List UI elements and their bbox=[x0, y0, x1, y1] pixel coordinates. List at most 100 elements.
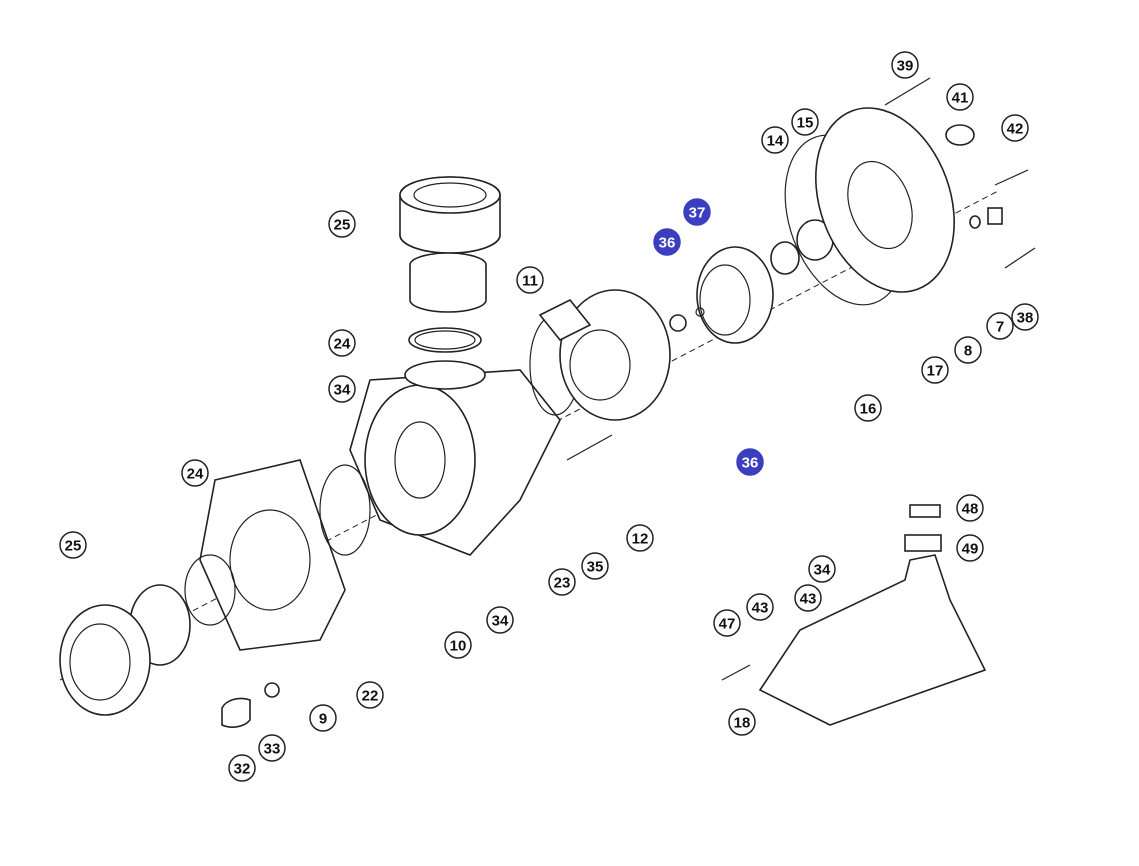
callout-label: 33 bbox=[264, 741, 281, 758]
callout-49: 49 bbox=[956, 534, 984, 562]
callout-label: 34 bbox=[814, 562, 831, 579]
callout-32: 32 bbox=[228, 754, 256, 782]
callout-24: 24 bbox=[328, 329, 356, 357]
callout-label: 10 bbox=[450, 638, 467, 655]
callout-14: 14 bbox=[761, 126, 789, 154]
callout-43: 43 bbox=[746, 593, 774, 621]
callout-label: 38 bbox=[1017, 310, 1034, 327]
callout-circle bbox=[258, 734, 286, 762]
callout-circle bbox=[328, 210, 356, 238]
callout-circle bbox=[746, 593, 774, 621]
callout-circle bbox=[181, 459, 209, 487]
callout-label: 9 bbox=[319, 711, 327, 728]
callout-label: 17 bbox=[927, 363, 944, 380]
callout-11: 11 bbox=[516, 266, 544, 294]
callout-circle bbox=[516, 266, 544, 294]
o-ring-22 bbox=[319, 464, 371, 556]
callout-7: 7 bbox=[986, 312, 1014, 340]
callout-label: 24 bbox=[187, 466, 204, 483]
callout-label: 11 bbox=[522, 273, 538, 290]
callout-label: 34 bbox=[334, 382, 351, 399]
pump-housing bbox=[349, 360, 561, 556]
callout-circle bbox=[59, 531, 87, 559]
motor-flange bbox=[815, 107, 955, 293]
callout-15: 15 bbox=[791, 108, 819, 136]
callout-33: 33 bbox=[258, 734, 286, 762]
callout-circle bbox=[548, 568, 576, 596]
callout-12: 12 bbox=[626, 524, 654, 552]
callout-circle bbox=[794, 584, 822, 612]
callout-circle bbox=[854, 394, 882, 422]
callout-label: 22 bbox=[362, 688, 379, 705]
callout-8: 8 bbox=[954, 336, 982, 364]
callout-circle bbox=[486, 606, 514, 634]
callout-label: 37 bbox=[689, 205, 706, 222]
callout-label: 34 bbox=[492, 613, 509, 630]
callout-circle bbox=[328, 375, 356, 403]
callout-label: 47 bbox=[719, 616, 736, 633]
callout-22: 22 bbox=[356, 681, 384, 709]
callout-circle bbox=[309, 704, 337, 732]
inlet-flange bbox=[199, 459, 346, 651]
bearing-14 bbox=[770, 241, 800, 275]
callout-label: 8 bbox=[964, 343, 972, 360]
callout-35: 35 bbox=[581, 552, 609, 580]
callout-label: 36 bbox=[742, 455, 759, 472]
callout-label: 25 bbox=[65, 538, 82, 555]
callout-38: 38 bbox=[1011, 303, 1039, 331]
callout-label: 49 bbox=[962, 541, 979, 558]
callout-16: 16 bbox=[854, 394, 882, 422]
callout-label: 39 bbox=[897, 58, 914, 75]
callout-34: 34 bbox=[808, 555, 836, 583]
callout-circle bbox=[444, 631, 472, 659]
callout-9: 9 bbox=[309, 704, 337, 732]
callout-circle bbox=[581, 552, 609, 580]
plug-7 bbox=[987, 207, 1003, 225]
diffuser bbox=[538, 289, 671, 421]
callout-circle bbox=[808, 555, 836, 583]
callout-circle bbox=[791, 108, 819, 136]
callout-48: 48 bbox=[956, 494, 984, 522]
o-ring-24-left bbox=[184, 554, 236, 626]
callout-42: 42 bbox=[1001, 114, 1029, 142]
o-ring-8 bbox=[969, 215, 981, 229]
callout-label: 36 bbox=[659, 235, 676, 252]
callout-label: 25 bbox=[334, 217, 351, 234]
screw-39 bbox=[884, 77, 931, 106]
cap-48 bbox=[909, 504, 941, 518]
callout-circle bbox=[713, 609, 741, 637]
callout-41: 41 bbox=[946, 83, 974, 111]
screw-47 bbox=[721, 664, 751, 681]
callout-label: 7 bbox=[996, 319, 1004, 336]
callout-37: 37 bbox=[683, 198, 711, 226]
callout-circle bbox=[228, 754, 256, 782]
callout-39: 39 bbox=[891, 51, 919, 79]
callout-47: 47 bbox=[713, 609, 741, 637]
callout-label: 12 bbox=[632, 531, 649, 548]
callout-circle bbox=[946, 83, 974, 111]
callout-circle bbox=[653, 228, 681, 256]
callout-circle bbox=[1011, 303, 1039, 331]
union-nut-top bbox=[399, 176, 501, 313]
callout-43: 43 bbox=[794, 584, 822, 612]
callout-34: 34 bbox=[486, 606, 514, 634]
drain-cap-32 bbox=[221, 697, 251, 728]
callout-circle bbox=[956, 494, 984, 522]
callout-23: 23 bbox=[548, 568, 576, 596]
callout-18: 18 bbox=[728, 708, 756, 736]
callout-label: 48 bbox=[962, 501, 979, 518]
callout-circle bbox=[683, 198, 711, 226]
callout-circle bbox=[356, 681, 384, 709]
o-ring-24-top bbox=[408, 327, 482, 353]
screw-38 bbox=[1004, 247, 1036, 269]
nut-33 bbox=[264, 682, 280, 698]
callout-label: 43 bbox=[752, 600, 769, 617]
screw-42 bbox=[994, 169, 1029, 186]
callout-label: 16 bbox=[860, 401, 877, 418]
callout-36: 36 bbox=[653, 228, 681, 256]
grommet-49 bbox=[904, 534, 942, 552]
callout-label: 15 bbox=[797, 115, 814, 132]
callout-25: 25 bbox=[59, 531, 87, 559]
